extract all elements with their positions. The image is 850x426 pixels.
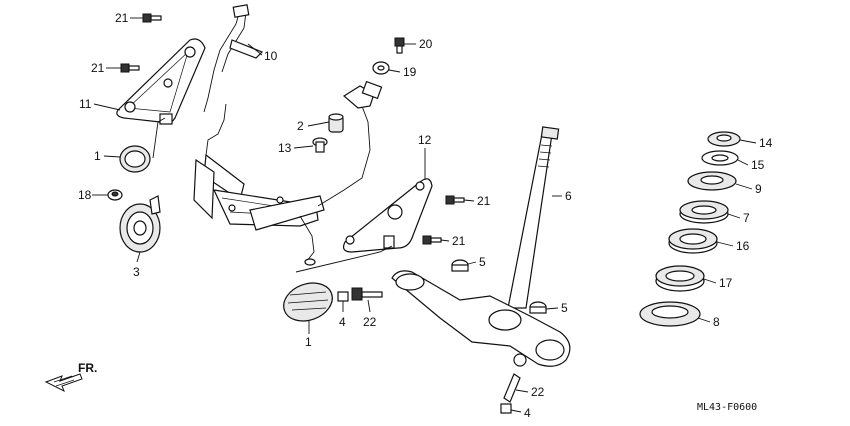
bolt-21-top[interactable] bbox=[142, 13, 162, 23]
nut-4[interactable] bbox=[337, 291, 349, 302]
callout-label: 21 bbox=[477, 194, 491, 208]
callout-label: 1 bbox=[94, 149, 101, 163]
callout-label: 19 bbox=[403, 65, 417, 79]
callout-label: 21 bbox=[452, 234, 466, 248]
callout-label: 21 bbox=[115, 11, 129, 25]
lockwasher-15[interactable] bbox=[701, 150, 739, 166]
bolt-21-right-upper[interactable] bbox=[445, 195, 465, 205]
steering-stem-6[interactable] bbox=[391, 126, 571, 367]
bearing-16[interactable] bbox=[668, 228, 718, 254]
nut-18[interactable] bbox=[107, 189, 123, 201]
callout-labels: 21 10 21 11 1 18 3 2 13 20 19 12 21 21 6… bbox=[78, 11, 773, 420]
bolt-20[interactable] bbox=[394, 37, 405, 54]
bolt-21-right-lower[interactable] bbox=[422, 235, 442, 245]
wire-harness-bracket-10[interactable] bbox=[193, 4, 383, 266]
callout-label: 9 bbox=[755, 182, 762, 196]
callout-label: 13 bbox=[278, 141, 292, 155]
callout-label: 21 bbox=[91, 61, 105, 75]
bolt-21-mid[interactable] bbox=[120, 63, 140, 73]
adjust-nut-9[interactable] bbox=[687, 171, 737, 191]
callout-label: 5 bbox=[479, 255, 486, 269]
dust-seal-8[interactable] bbox=[639, 301, 701, 327]
horn-3[interactable] bbox=[119, 195, 161, 253]
bolt-22[interactable] bbox=[351, 287, 383, 301]
callout-label: 11 bbox=[79, 97, 92, 111]
callout-label: 16 bbox=[736, 239, 750, 253]
locknut-14[interactable] bbox=[707, 131, 741, 147]
front-label: FR. bbox=[78, 361, 97, 375]
bracket-plate-12[interactable] bbox=[342, 178, 433, 253]
callout-label: 15 bbox=[751, 158, 765, 172]
bearing-17[interactable] bbox=[655, 265, 705, 292]
nut-4-lower[interactable] bbox=[500, 403, 512, 414]
leader-lines bbox=[92, 17, 757, 413]
callout-label: 22 bbox=[363, 315, 377, 329]
callout-label: 7 bbox=[743, 211, 750, 225]
front-arrow-icon bbox=[44, 373, 83, 393]
callout-label: 10 bbox=[264, 49, 278, 63]
bracket-plate-11[interactable] bbox=[116, 38, 206, 125]
horn-cover-1-lower[interactable] bbox=[278, 277, 337, 328]
callout-label: 12 bbox=[418, 133, 432, 147]
callout-label: 1 bbox=[305, 335, 312, 349]
callout-label: 2 bbox=[297, 119, 304, 133]
washer-19[interactable] bbox=[372, 61, 390, 75]
callout-label: 6 bbox=[565, 189, 572, 203]
collar-13[interactable] bbox=[312, 137, 328, 153]
callout-label: 14 bbox=[759, 136, 773, 150]
callout-label: 5 bbox=[561, 301, 568, 315]
diagram-code: ML43-F0600 bbox=[697, 402, 757, 413]
callout-label: 20 bbox=[419, 37, 433, 51]
dust-seal-7[interactable] bbox=[679, 200, 729, 224]
callout-label: 4 bbox=[524, 406, 531, 420]
callout-label: 17 bbox=[719, 276, 733, 290]
callout-label: 8 bbox=[713, 315, 720, 329]
horn-cover-1-upper[interactable] bbox=[119, 145, 151, 173]
nut-5-upper[interactable] bbox=[451, 259, 469, 272]
callout-label: 3 bbox=[133, 265, 140, 279]
callout-label: 4 bbox=[339, 315, 346, 329]
bolt-22-lower[interactable] bbox=[503, 373, 521, 403]
callout-label: 18 bbox=[78, 188, 92, 202]
nut-5-lower[interactable] bbox=[529, 301, 547, 314]
grommet-2[interactable] bbox=[328, 113, 344, 133]
callout-label: 22 bbox=[531, 385, 545, 399]
